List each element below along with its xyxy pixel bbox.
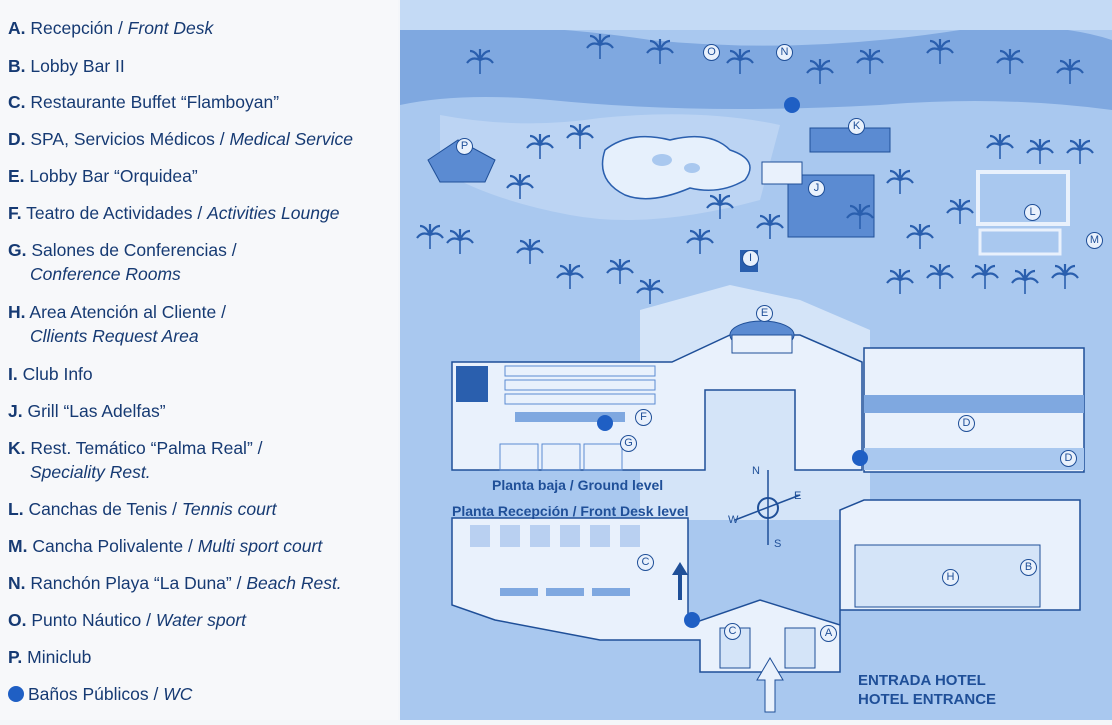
map-marker-j: J (808, 180, 825, 197)
map-marker-h: H (942, 569, 959, 586)
wc-markers (597, 97, 868, 628)
legend-item-f: F. Teatro de Actividades / Activities Lo… (8, 203, 340, 223)
map-marker-p: P (456, 138, 473, 155)
map-marker-g: G (620, 435, 637, 452)
legend-item-m: M. Cancha Polivalente / Multi sport cour… (8, 536, 323, 556)
resort-map: Planta baja / Ground level Planta Recepc… (400, 0, 1112, 720)
compass-e: E (794, 490, 802, 502)
map-illustration (400, 0, 1112, 720)
map-marker-o: O (703, 44, 720, 61)
compass-rose-icon (734, 470, 801, 545)
map-marker-l: L (1024, 204, 1041, 221)
legend-item-i: I. Club Info (8, 364, 93, 384)
wc-dot-icon (8, 686, 24, 702)
map-marker-m: M (1086, 232, 1103, 249)
legend-item-b: B. Lobby Bar II (8, 56, 125, 76)
compass-s: S (774, 538, 782, 550)
map-marker-a: A (820, 625, 837, 642)
entrance-label-es: ENTRADA HOTEL (858, 672, 986, 689)
map-marker-e: E (756, 305, 773, 322)
legend-item-g: G. Salones de Conferencias / Conference … (8, 240, 237, 284)
front-desk-level-label: Planta Recepción / Front Desk level (452, 503, 689, 519)
entrance-label-en: HOTEL ENTRANCE (858, 691, 997, 708)
legend-item-n: N. Ranchón Playa “La Duna” / Beach Rest. (8, 573, 342, 593)
legend-item-l: L. Canchas de Tenis / Tennis court (8, 499, 277, 519)
legend-item-j: J. Grill “Las Adelfas” (8, 401, 166, 421)
map-marker-c: C (724, 623, 741, 640)
legend-item-e: E. Lobby Bar “Orquidea” (8, 166, 198, 186)
map-marker-d: D (1060, 450, 1077, 467)
legend-item-k: K. Rest. Temático “Palma Real” / Special… (8, 438, 263, 482)
compass-w: W (728, 514, 739, 526)
legend-item-p: P. Miniclub (8, 647, 92, 667)
legend-item-d: D. SPA, Servicios Médicos / Medical Serv… (8, 129, 353, 149)
map-marker-n: N (776, 44, 793, 61)
map-marker-d: D (958, 415, 975, 432)
legend-item-wc: Baños Públicos / WC (8, 684, 192, 705)
legend-item-c: C. Restaurante Buffet “Flamboyan” (8, 92, 280, 112)
map-marker-b: B (1020, 559, 1037, 576)
map-marker-c: C (637, 554, 654, 571)
legend-panel: A. Recepción / Front Desk B. Lobby Bar I… (0, 0, 398, 720)
compass-n: N (752, 465, 760, 477)
map-marker-i: I (742, 250, 759, 267)
legend-item-h: H. Area Atención al Cliente / Cllients R… (8, 302, 226, 346)
map-marker-k: K (848, 118, 865, 135)
legend-item-a: A. Recepción / Front Desk (8, 18, 214, 38)
ground-level-label: Planta baja / Ground level (492, 477, 664, 493)
map-marker-f: F (635, 409, 652, 426)
legend-item-o: O. Punto Náutico / Water sport (8, 610, 247, 630)
